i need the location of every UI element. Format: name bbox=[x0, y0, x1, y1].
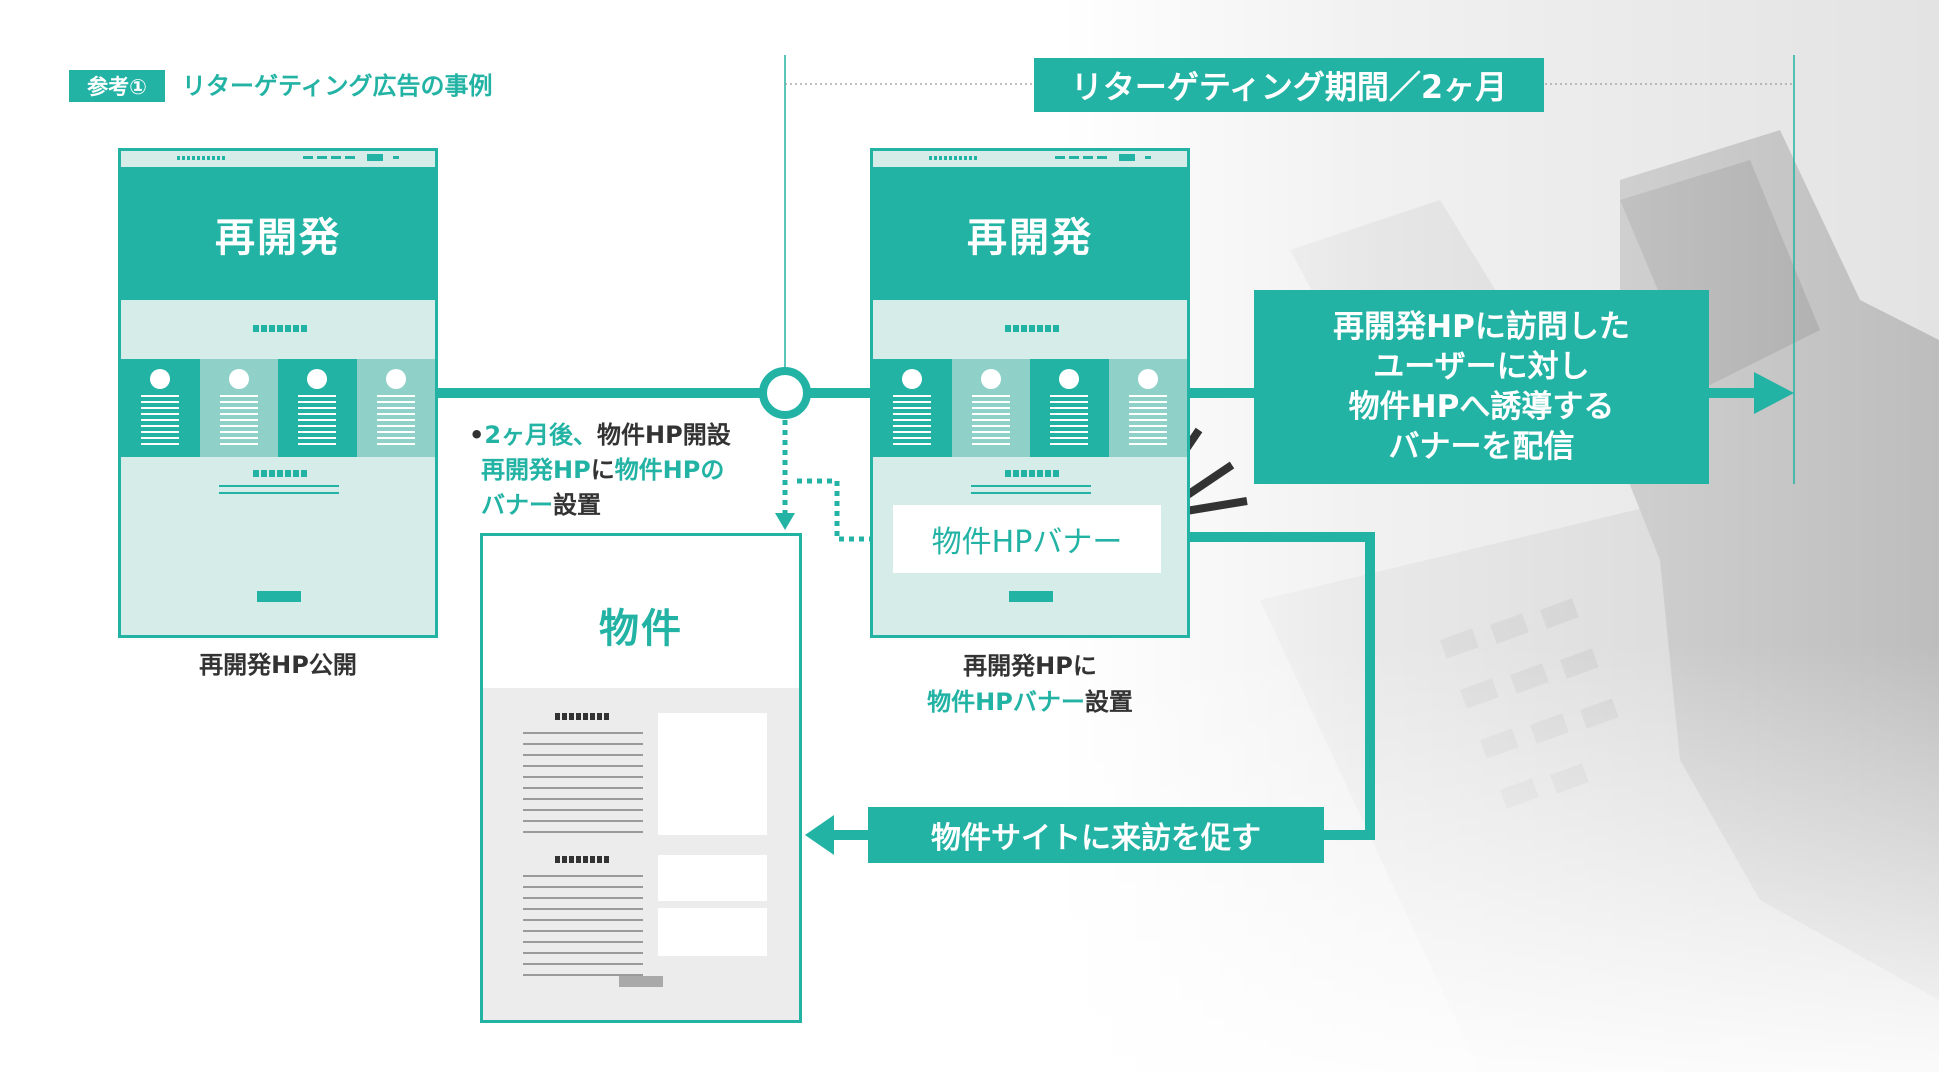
result-line: 再開発HPに訪問した bbox=[1333, 309, 1630, 345]
browser-bar bbox=[873, 151, 1187, 167]
site-hero-title: 再開発 bbox=[873, 167, 1187, 300]
caption-line-2-rest: 設置 bbox=[1084, 688, 1133, 716]
visit-arrowhead bbox=[805, 815, 834, 855]
browser-bar bbox=[121, 151, 435, 167]
result-line: バナーを配信 bbox=[1388, 429, 1575, 465]
timeline-node bbox=[759, 367, 811, 419]
site-hero-title: 再開発 bbox=[121, 167, 435, 300]
caption-line-2-highlight: 物件HPバナー bbox=[927, 688, 1085, 716]
caption-redevelopment-published: 再開発HP公開 bbox=[199, 651, 357, 679]
dotted-arrow-to-banner bbox=[797, 478, 888, 542]
property-image-box bbox=[658, 908, 767, 956]
profile-card bbox=[278, 359, 357, 457]
property-image-box bbox=[658, 855, 767, 901]
site-content: 再開発 bbox=[873, 167, 1187, 457]
site-button bbox=[1009, 591, 1053, 602]
note-line-1-rest: 物件HP開設 bbox=[597, 421, 731, 449]
profile-card bbox=[1108, 359, 1187, 457]
retargeting-period-label: リターゲティング期間／2ヶ月 bbox=[1034, 58, 1544, 112]
property-hp-banner[interactable]: 物件HPバナー bbox=[893, 505, 1161, 573]
profile-card bbox=[121, 359, 200, 457]
site-content: 再開発 bbox=[121, 167, 435, 457]
property-text-block bbox=[523, 732, 643, 842]
encourage-visit-label: 物件サイトに来訪を促す bbox=[868, 807, 1324, 863]
note-line-2-rest: に bbox=[590, 456, 615, 484]
note-line-2-highlight-b: 物件HPの bbox=[614, 456, 725, 484]
property-image-box bbox=[658, 713, 767, 835]
profile-card bbox=[951, 359, 1030, 457]
profile-card bbox=[199, 359, 278, 457]
reference-badge: 参考① bbox=[69, 70, 165, 102]
caption-banner-installed: 再開発HPに 物件HPバナー設置 bbox=[870, 648, 1190, 720]
redevelopment-site-mockup-left: 再開発 bbox=[118, 148, 438, 638]
property-site-mockup: 物件 bbox=[480, 533, 802, 1023]
retargeting-result-box: 再開発HPに訪問した ユーザーに対し 物件HPへ誘導する バナーを配信 bbox=[1254, 290, 1709, 484]
profile-card bbox=[1030, 359, 1109, 457]
site-button bbox=[257, 591, 301, 602]
timeline-note: •2ヶ月後、物件HP開設 再開発HPに物件HPの バナー設置 bbox=[469, 418, 769, 523]
caption-line-1: 再開発HPに bbox=[963, 652, 1097, 680]
note-line-2-highlight-a: 再開発HP bbox=[481, 456, 591, 484]
diagram-heading: リターゲティング広告の事例 bbox=[182, 72, 493, 100]
note-line-3-rest: 設置 bbox=[553, 491, 601, 519]
note-bullet: • bbox=[469, 421, 485, 449]
note-line-1: •2ヶ月後、物件HP開設 bbox=[469, 418, 769, 453]
result-line: ユーザーに対し bbox=[1373, 349, 1590, 385]
note-line-3-highlight: バナー bbox=[481, 491, 553, 519]
note-line-3: バナー設置 bbox=[469, 488, 769, 523]
result-line: 物件HPへ誘導する bbox=[1348, 389, 1615, 425]
note-line-2: 再開発HPに物件HPの bbox=[469, 453, 769, 488]
property-site-title: 物件 bbox=[599, 606, 683, 652]
note-line-1-highlight: 2ヶ月後、 bbox=[484, 421, 598, 449]
property-site-button bbox=[619, 976, 663, 987]
banner-return-line bbox=[1161, 532, 1375, 840]
property-text-block bbox=[523, 875, 643, 985]
profile-card bbox=[873, 359, 952, 457]
timeline-arrowhead bbox=[1754, 372, 1794, 414]
dotted-arrow-down-head bbox=[775, 513, 795, 530]
profile-card bbox=[356, 359, 435, 457]
caption-line-2: 物件HPバナー設置 bbox=[870, 684, 1190, 720]
property-site-header bbox=[483, 536, 799, 688]
